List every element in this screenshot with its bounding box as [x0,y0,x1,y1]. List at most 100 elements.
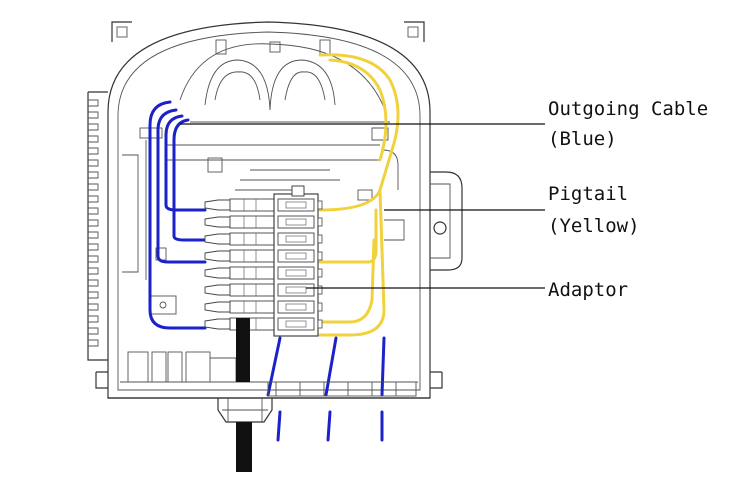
connector-body [229,249,275,263]
adaptor-port [277,300,315,314]
adaptor-port-inner [285,269,307,277]
adaptor-tab [317,319,323,329]
connector-body [229,215,275,229]
adaptor-port-inner [285,320,307,328]
connector-body [229,198,275,212]
left-hinge [87,91,108,361]
yellow-fiber [318,238,376,324]
connector-boot [204,318,231,330]
connector-boot [204,216,231,228]
adaptor-tab [317,217,323,227]
hinge-tooth [88,123,99,131]
blue-fiber [326,410,332,442]
blue-fiber [148,100,207,330]
hinge-tooth [88,147,99,155]
connector-rib [243,250,257,262]
hinge-tooth [88,159,99,167]
adaptor-port-inner [285,218,307,226]
hinge-tooth [88,171,99,179]
blue-fiber [276,410,282,442]
adaptor-port [277,266,315,280]
adaptor-port-inner [285,235,307,243]
label-outgoing-cable-color: (Blue) [548,128,617,150]
connector-rib [243,199,257,211]
adaptor-port [277,317,315,331]
blue-fiber [324,336,338,397]
hinge-tooth [88,207,99,215]
hinge-tooth [88,339,99,347]
outgoing-cables-blue [148,100,386,442]
adaptor-port [277,232,315,246]
connector-rib [243,301,257,313]
yellow-fiber [318,188,382,212]
hinge-tooth [88,111,99,119]
adaptor-tab [317,302,323,312]
yellow-fiber [318,53,400,192]
connector-boot [204,199,231,211]
adaptor-port [277,215,315,229]
adaptor-port [277,283,315,297]
leader-lines [180,123,545,289]
hinge-tooth [88,255,99,263]
connector-rib [243,216,257,228]
hinge-tooth [88,183,99,191]
connector-boot [204,250,231,262]
adaptor-tab [317,234,323,244]
adaptor-port [277,198,315,212]
right-bracket [430,171,463,271]
adaptor-frame [273,193,319,337]
connectors [204,198,275,331]
hinge-tooth [88,135,99,143]
hinge-tooth [88,315,99,323]
connector-boot [204,284,231,296]
hinge-tooth [88,267,99,275]
adaptor-port-inner [285,201,307,209]
connector-body [229,232,275,246]
hinge-tooth [88,291,99,299]
hinge-tooth [88,231,99,239]
splice-tray [165,39,405,241]
connector-boot [204,267,231,279]
adaptor-block [273,185,323,337]
hinge-tooth [88,279,99,287]
blue-fiber [156,108,207,264]
cable-outside [236,422,252,472]
label-outgoing-cable: Outgoing Cable [548,98,708,120]
adaptor-tab [317,285,323,295]
adaptor-port-inner [285,252,307,260]
hinge-tooth [88,195,99,203]
blue-fiber [266,336,282,397]
connector-body [229,300,275,314]
connector-body [229,283,275,297]
connector-rib [243,267,257,279]
hinge-tooth [88,219,99,227]
yellow-fiber [328,58,388,162]
main-cable-black [236,318,252,472]
bottom-ports [127,351,417,423]
yellow-fiber [318,208,378,264]
connector-boot [204,301,231,313]
cable-inside [236,318,250,382]
label-pigtail-color: (Yellow) [548,215,640,237]
blue-fiber [172,118,207,242]
mounting-hole [433,221,447,235]
connector-rib [243,233,257,245]
adaptor-port-inner [285,303,307,311]
label-adaptor: Adaptor [548,279,628,301]
hinge-tooth [88,243,99,251]
connector-rib [243,284,257,296]
pigtails-yellow [318,53,400,337]
adaptor-port [277,249,315,263]
blue-fiber [164,114,207,212]
yellow-fiber [318,188,386,337]
hinge-tooth [88,99,99,107]
connector-body [229,266,275,280]
blue-fiber [380,336,386,397]
adaptor-tab [317,251,323,261]
label-pigtail: Pigtail [548,183,628,205]
adaptor-clip [291,185,305,197]
connector-boot [204,233,231,245]
adaptor-port-inner [285,286,307,294]
